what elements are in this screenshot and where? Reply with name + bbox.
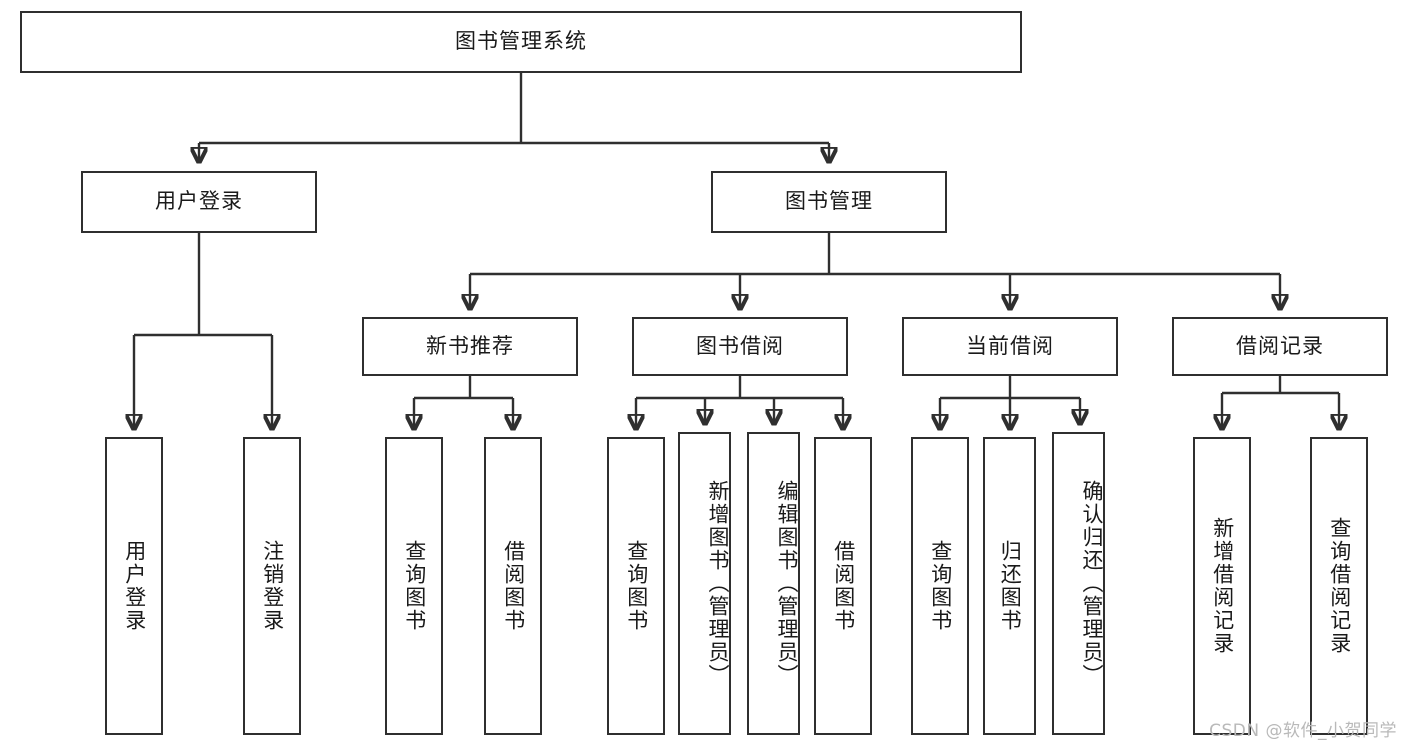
leaf-book-borrow-borrow-book[interactable]: 借阅图书 — [814, 437, 872, 735]
node-label: 借阅图书 — [831, 540, 856, 632]
node-label: 查询借阅记录 — [1327, 517, 1352, 655]
node-book-borrow[interactable]: 图书借阅 — [632, 317, 848, 376]
node-label: 确认归还（管理员） — [1080, 480, 1104, 687]
node-label: 当前借阅 — [966, 333, 1054, 358]
leaf-borrow-record-query-record[interactable]: 查询借阅记录 — [1310, 437, 1368, 735]
leaf-current-borrow-query-book[interactable]: 查询图书 — [911, 437, 969, 735]
node-label: 归还图书 — [998, 540, 1023, 632]
watermark-text: CSDN @软件_小贺同学 — [1209, 721, 1397, 741]
leaf-user-login-signout[interactable]: 注销登录 — [243, 437, 301, 735]
leaf-borrow-record-add-record[interactable]: 新增借阅记录 — [1193, 437, 1251, 735]
node-label: 图书管理系统 — [455, 29, 587, 54]
node-label: 查询图书 — [624, 540, 649, 632]
node-current-borrow[interactable]: 当前借阅 — [902, 317, 1118, 376]
node-borrow-record[interactable]: 借阅记录 — [1172, 317, 1388, 376]
node-label: 图书管理 — [785, 189, 873, 214]
node-label: 借阅图书 — [501, 540, 526, 632]
node-new-book-recommend[interactable]: 新书推荐 — [362, 317, 578, 376]
node-label: 注销登录 — [260, 540, 285, 632]
leaf-book-borrow-edit-book-admin[interactable]: 编辑图书（管理员） — [747, 432, 800, 735]
leaf-current-borrow-confirm-return-admin[interactable]: 确认归还（管理员） — [1052, 432, 1105, 735]
node-label: 新增借阅记录 — [1210, 517, 1235, 655]
leaf-new-book-query-book[interactable]: 查询图书 — [385, 437, 443, 735]
node-book-management[interactable]: 图书管理 — [711, 171, 947, 233]
leaf-book-borrow-query-book[interactable]: 查询图书 — [607, 437, 665, 735]
node-label: 借阅记录 — [1236, 333, 1324, 358]
node-label: 查询图书 — [928, 540, 953, 632]
node-label: 新书推荐 — [426, 333, 514, 358]
node-user-login[interactable]: 用户登录 — [81, 171, 317, 233]
leaf-user-login-signin[interactable]: 用户登录 — [105, 437, 163, 735]
node-label: 编辑图书（管理员） — [775, 480, 799, 687]
leaf-book-borrow-add-book-admin[interactable]: 新增图书（管理员） — [678, 432, 731, 735]
leaf-new-book-borrow-book[interactable]: 借阅图书 — [484, 437, 542, 735]
node-label: 用户登录 — [122, 540, 147, 632]
node-label: 新增图书（管理员） — [706, 480, 730, 687]
leaf-current-borrow-return-book[interactable]: 归还图书 — [983, 437, 1036, 735]
node-root-book-management-system[interactable]: 图书管理系统 — [20, 11, 1022, 73]
node-label: 用户登录 — [155, 189, 243, 214]
node-label: 图书借阅 — [696, 333, 784, 358]
node-label: 查询图书 — [402, 540, 427, 632]
